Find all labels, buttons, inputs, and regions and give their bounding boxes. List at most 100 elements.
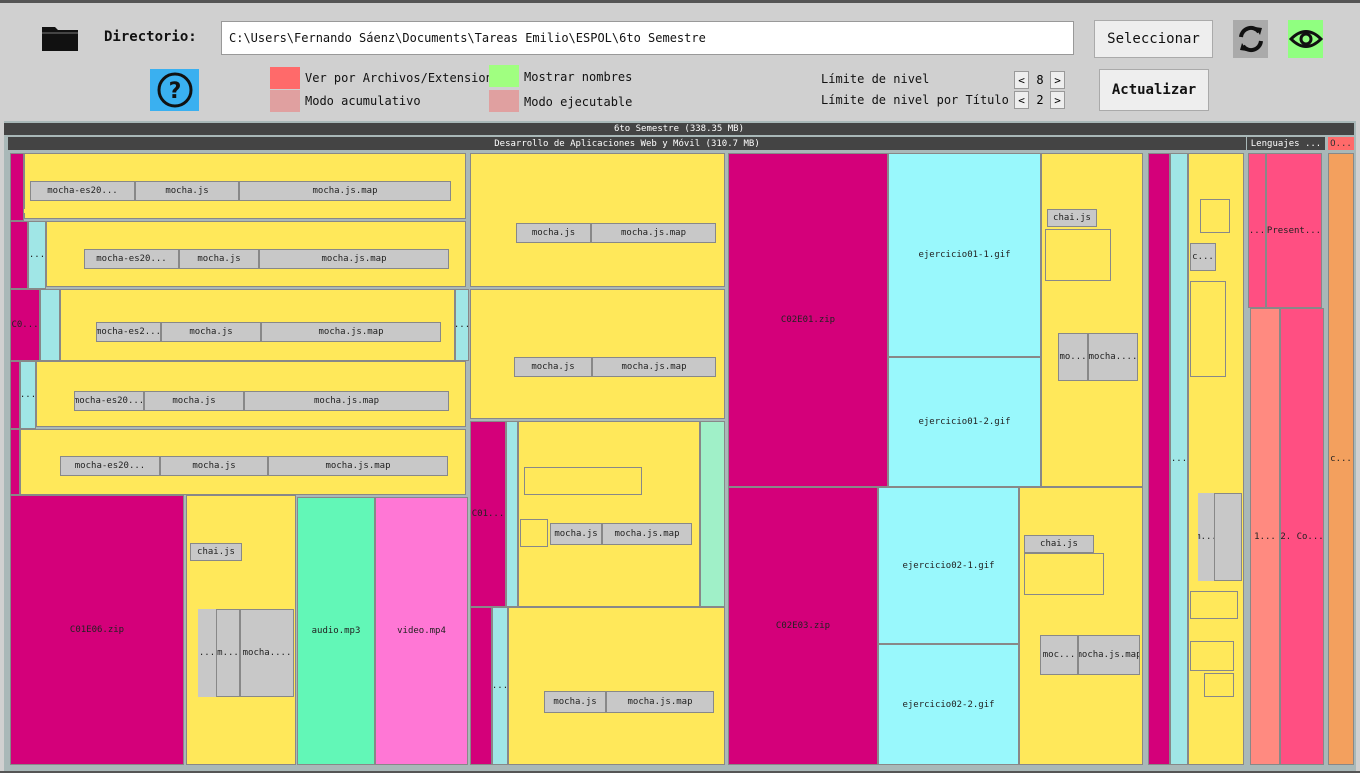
tile-folder[interactable]: 2. Co...	[1280, 308, 1324, 765]
tile-folder[interactable]: C01...	[470, 421, 506, 607]
tile-folder[interactable]	[470, 153, 725, 287]
group-o-header[interactable]: O...	[1328, 137, 1354, 150]
tile-folder[interactable]	[470, 289, 725, 419]
refresh-icon[interactable]	[1233, 20, 1268, 58]
option-swatch-modo-ejecutable[interactable]	[489, 90, 519, 112]
group-web-movil-header[interactable]: Desarrollo de Aplicaciones Web y Móvil (…	[8, 137, 1246, 150]
tile-folder[interactable]	[1041, 153, 1143, 487]
tile-file[interactable]: moc...	[1040, 635, 1078, 675]
tile-folder[interactable]	[40, 289, 60, 361]
tile-zip[interactable]: C01E06.zip	[10, 495, 184, 765]
tile-folder[interactable]	[700, 421, 725, 607]
tile-gif[interactable]: ejercicio01-2.gif	[888, 357, 1041, 487]
tile-folder[interactable]	[1019, 487, 1143, 765]
tile-folder[interactable]	[1148, 153, 1170, 765]
tile-file[interactable]: mocha.js	[514, 357, 592, 377]
tile-file[interactable]: mocha.js.map	[244, 391, 449, 411]
tile-dots[interactable]: ...	[455, 289, 469, 361]
tile-file[interactable]: mocha.js.map	[592, 357, 716, 377]
tile-file[interactable]: mocha.js.map	[1078, 635, 1140, 675]
tile-file[interactable]	[1214, 493, 1242, 581]
tile-file[interactable]: mocha.js	[544, 691, 606, 713]
tile-video[interactable]: video.mp4	[375, 497, 468, 765]
tile-file[interactable]: mocha-es2...	[96, 322, 161, 342]
tile-file[interactable]: c...	[1190, 243, 1216, 271]
tile-file[interactable]: mocha-es20...	[60, 456, 160, 476]
tile-file[interactable]: mocha.js.map	[268, 456, 448, 476]
tile-file[interactable]: m...	[216, 609, 240, 697]
tile-folder[interactable]	[10, 153, 24, 221]
level-increment-button[interactable]: >	[1050, 71, 1065, 89]
tile-file[interactable]: mocha.js	[161, 322, 261, 342]
tile-gif[interactable]: ejercicio02-1.gif	[878, 487, 1019, 644]
tile-dots[interactable]: ...	[198, 609, 216, 697]
tile-folder[interactable]: C0...	[10, 289, 40, 361]
tile-file[interactable]	[1190, 641, 1234, 671]
tile-folder[interactable]: 1...	[1250, 308, 1280, 765]
tile-gif[interactable]: ejercicio02-2.gif	[878, 644, 1019, 765]
tile-folder[interactable]	[10, 429, 20, 495]
eye-icon[interactable]	[1288, 20, 1323, 58]
option-swatch-mostrar-nombres[interactable]	[489, 65, 519, 87]
tile-folder[interactable]: ...	[1248, 153, 1266, 308]
tile-file[interactable]	[1200, 199, 1230, 233]
folder-icon[interactable]	[42, 23, 78, 51]
tile-file[interactable]: mocha-es20...	[84, 249, 179, 269]
select-button[interactable]: Seleccionar	[1094, 20, 1213, 58]
tile-folder[interactable]	[10, 361, 20, 429]
help-icon[interactable]: ?	[150, 69, 199, 111]
tile-dots[interactable]: ...	[20, 361, 36, 429]
tile-file[interactable]: mocha.js	[179, 249, 259, 269]
update-button[interactable]: Actualizar	[1099, 69, 1209, 111]
option-swatch-modo-acumulativo[interactable]	[270, 90, 300, 112]
tile-file[interactable]: chai.js	[1024, 535, 1094, 553]
title-level-increment-button[interactable]: >	[1050, 91, 1065, 109]
tile-dots[interactable]: ...	[1170, 153, 1188, 765]
tile-dots[interactable]: ...	[492, 607, 508, 765]
title-level-decrement-button[interactable]: <	[1014, 91, 1029, 109]
tile-folder[interactable]	[506, 421, 518, 607]
group-lenguajes-header[interactable]: Lenguajes ...	[1247, 137, 1325, 150]
treemap-root-header[interactable]: 6to Semestre (338.35 MB)	[4, 123, 1354, 135]
tile-file[interactable]	[1190, 281, 1226, 377]
tile-file[interactable]: mocha-es20...	[30, 181, 135, 201]
tile-file[interactable]: mocha.js	[160, 456, 268, 476]
tile-folder[interactable]: c...	[1328, 153, 1354, 765]
tile-gif[interactable]: ejercicio01-1.gif	[888, 153, 1041, 357]
tile-folder[interactable]	[470, 607, 492, 765]
tile-file[interactable]: mo...	[1058, 333, 1088, 381]
tile-file[interactable]: mocha.js.map	[259, 249, 449, 269]
tile-file[interactable]: mocha....	[1088, 333, 1138, 381]
tile-folder[interactable]	[508, 607, 725, 765]
tile-zip[interactable]: C02E01.zip	[728, 153, 888, 487]
tile-file[interactable]: mocha.js	[516, 223, 591, 243]
tile-folder[interactable]	[10, 221, 28, 289]
tile-presentation[interactable]: Present...	[1266, 153, 1322, 308]
tile-file[interactable]	[1190, 591, 1238, 619]
directory-input[interactable]	[221, 21, 1074, 55]
tile-file[interactable]: m...	[1198, 493, 1214, 581]
tile-dots[interactable]: ...	[28, 221, 46, 289]
tile-file[interactable]: mocha.js	[135, 181, 239, 201]
tile-file[interactable]: mocha.js.map	[606, 691, 714, 713]
level-decrement-button[interactable]: <	[1014, 71, 1029, 89]
tile-file[interactable]: chai.js	[190, 543, 242, 561]
tile-file[interactable]: mocha.js	[144, 391, 244, 411]
tile-file[interactable]: chai.js	[1047, 209, 1097, 227]
tile-file[interactable]: mocha-es20...	[74, 391, 144, 411]
tile-file[interactable]: mocha.js	[550, 523, 602, 545]
tile-file[interactable]	[520, 519, 548, 547]
tile-file[interactable]	[524, 467, 642, 495]
tile-file[interactable]: mocha.js.map	[602, 523, 692, 545]
tile-audio[interactable]: audio.mp3	[297, 497, 375, 765]
tile-zip[interactable]: C02E03.zip	[728, 487, 878, 765]
tile-file[interactable]: mocha.js.map	[239, 181, 451, 201]
option-swatch-ver-archivos[interactable]	[270, 67, 300, 89]
tile-file[interactable]	[1024, 553, 1104, 595]
tile-file[interactable]	[1204, 673, 1234, 697]
tile-file[interactable]: mocha....	[240, 609, 294, 697]
tile-folder[interactable]	[518, 421, 700, 607]
tile-file[interactable]	[1045, 229, 1111, 281]
tile-file[interactable]: mocha.js.map	[261, 322, 441, 342]
tile-file[interactable]: mocha.js.map	[591, 223, 716, 243]
